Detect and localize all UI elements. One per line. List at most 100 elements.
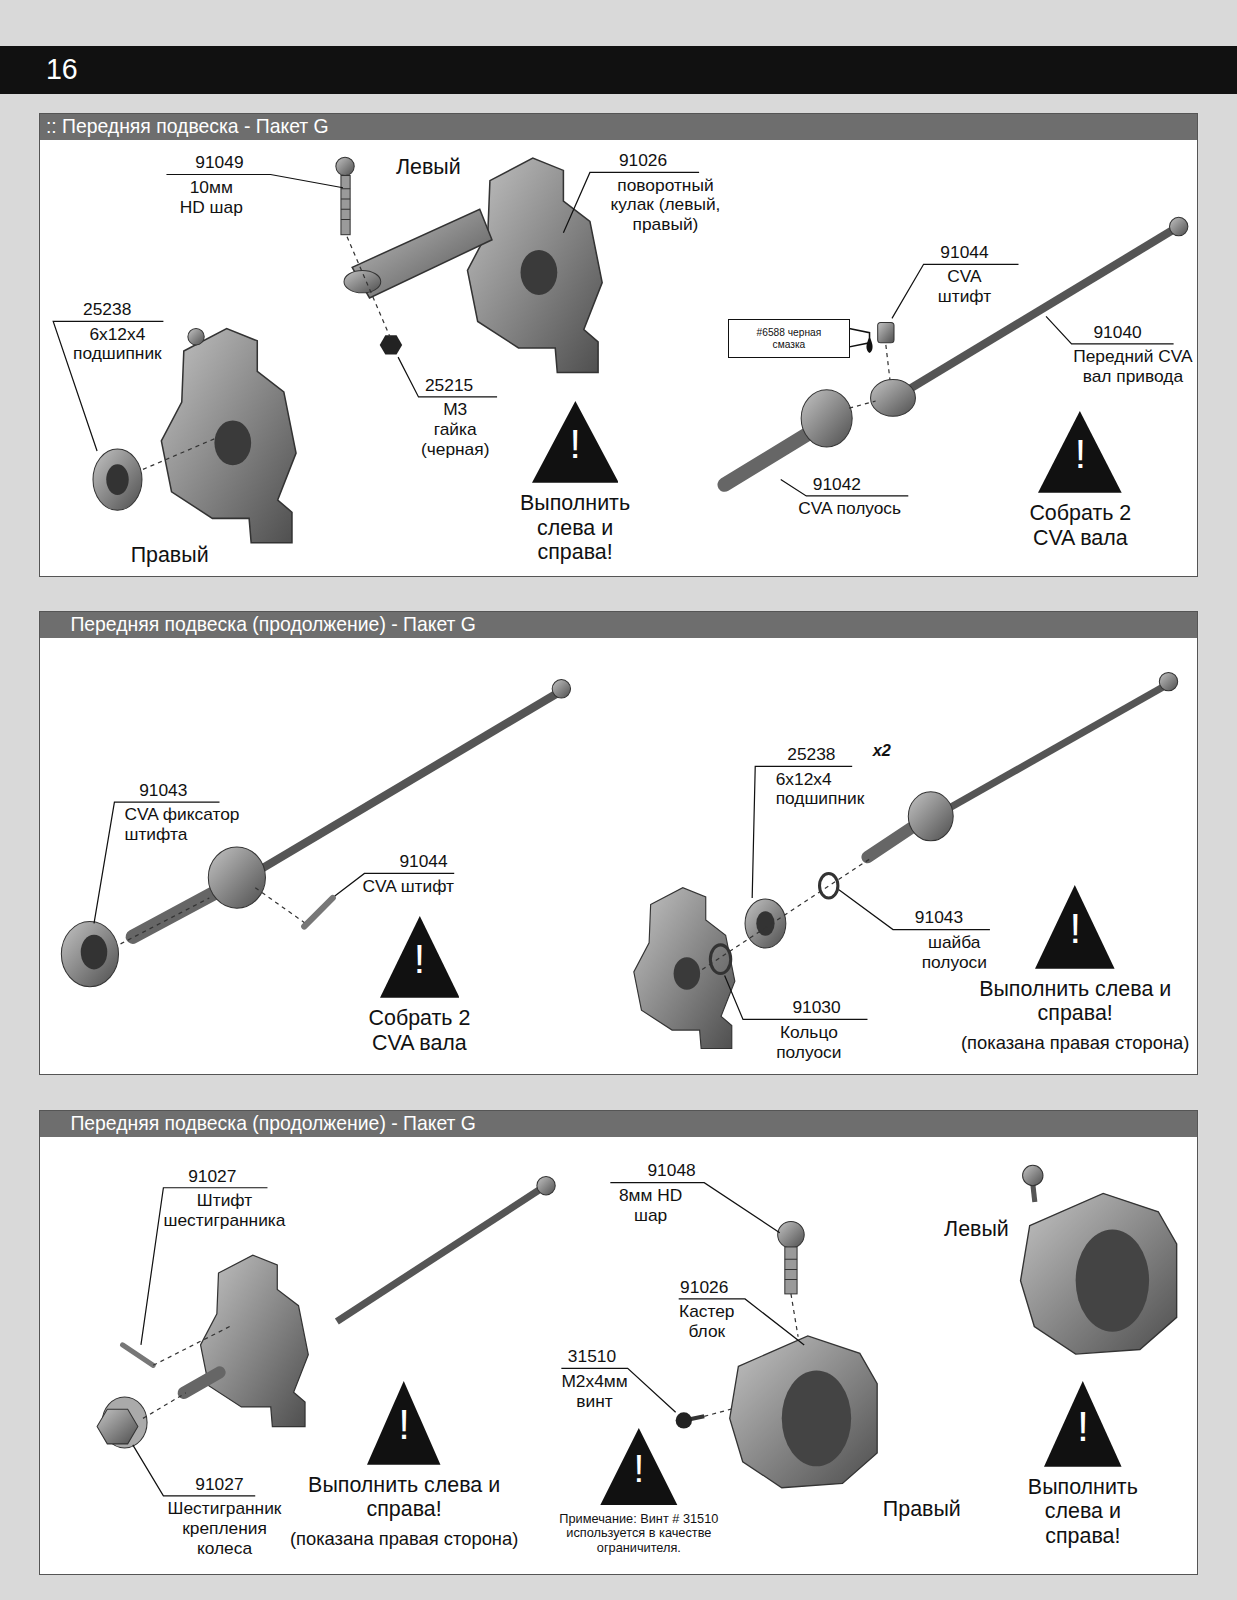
knuckle-assembly	[337, 1189, 541, 1322]
ball-stud	[785, 1259, 797, 1279]
ball-stud	[778, 1221, 805, 1293]
warning-triangle-shape: !	[1017, 411, 1145, 493]
panel-heading: Передняя подвеска (продолжение) - Пакет …	[40, 612, 1197, 638]
right-knuckle	[161, 329, 296, 543]
part-name: CVA полуось	[791, 499, 908, 519]
part-name: шайба полуоси	[908, 933, 1000, 973]
warning-caption: Выполнить слева и справа!	[287, 1473, 522, 1522]
callout-number: 25215	[418, 376, 479, 396]
ball-stud	[341, 189, 350, 220]
warning-triangle: ! Примечание: Винт # 31510 используется в…	[542, 1428, 736, 1556]
panel-header-bar: :: Передняя подвеска - Пакет G	[40, 114, 1197, 140]
callout-number: 91042	[806, 475, 867, 495]
bearing	[106, 464, 128, 495]
callout-number: 91048	[641, 1161, 702, 1181]
pin-retainer	[81, 935, 108, 970]
cva-shaft	[255, 694, 556, 873]
cva-axle	[801, 390, 852, 447]
warning-caption: Выполнить слева и справа!	[511, 491, 639, 565]
wheel-hex	[97, 1409, 138, 1444]
right-knuckle	[214, 420, 251, 465]
page-number: 16	[0, 46, 1237, 94]
cva-axle	[725, 429, 817, 485]
cva-pin	[878, 322, 894, 342]
warning-mark: !	[1017, 434, 1145, 475]
left-steering-knuckle	[344, 158, 602, 372]
part-name: Кастер блок	[669, 1302, 746, 1342]
left-steering-knuckle	[521, 250, 558, 295]
part-name: Правый	[131, 543, 233, 568]
cva-shaft	[867, 672, 1177, 857]
bearing	[745, 899, 786, 948]
quantity-badge: x2	[865, 741, 898, 760]
callout-number: 91027	[182, 1167, 243, 1187]
warning-mark: !	[1017, 1405, 1150, 1448]
grease-drop	[866, 337, 872, 353]
instruction-panel: Передняя подвеска (продолжение) - Пакет …	[39, 611, 1198, 1074]
caster-block	[1021, 1193, 1177, 1354]
alignment-line	[143, 1393, 186, 1419]
part-name: M2x4мм винт	[556, 1372, 633, 1412]
wheel-hex	[97, 1397, 147, 1448]
caster-block	[782, 1370, 851, 1466]
warning-caption: (показана правая сторона)	[287, 1528, 522, 1549]
warning-triangle: !Выполнить слева и справа!(показана прав…	[950, 885, 1200, 1053]
cva-shaft	[949, 686, 1165, 808]
warning-mark: !	[353, 939, 486, 980]
bearing	[93, 449, 142, 510]
alignment-line	[702, 857, 872, 969]
part-name: 10мм HD шар	[176, 178, 247, 218]
right-knuckle	[634, 888, 735, 1049]
panel-heading: Передняя подвеска (продолжение) - Пакет …	[40, 1111, 1197, 1137]
part-name: поворотный кулак (левый, правый)	[594, 176, 737, 236]
cva-shaft	[871, 217, 1188, 416]
warning-mark: !	[542, 1450, 736, 1489]
panel-ground	[39, 113, 1198, 576]
alignment-line	[886, 345, 890, 380]
right-knuckle	[674, 957, 701, 990]
warning-triangle-shape: !	[1017, 1381, 1150, 1467]
leader-line	[398, 357, 497, 397]
warning-caption: Выполнить слева и справа!	[1017, 1475, 1150, 1549]
warning-mark: !	[511, 424, 639, 465]
warning-caption: Выполнить слева и справа!	[950, 977, 1200, 1026]
callout-number: 91049	[189, 153, 250, 173]
part-name: Левый	[396, 155, 488, 180]
alignment-line	[143, 439, 214, 470]
hex-pin	[123, 1345, 154, 1365]
left-steering-knuckle	[344, 270, 381, 292]
warning-caption: Примечание: Винт # 31510 используется в …	[542, 1512, 736, 1556]
caster-block	[1021, 1165, 1177, 1354]
tube-nozzle	[849, 329, 869, 347]
callout-number: 31510	[561, 1347, 622, 1367]
warning-triangle: ! Собрать 2 CVA вала	[353, 916, 486, 1055]
screw	[676, 1412, 692, 1428]
ball-stud	[336, 157, 354, 175]
cva-shaft	[552, 680, 570, 698]
callout-number: 91043	[133, 781, 194, 801]
page-number-band: 16	[0, 46, 1237, 94]
panel-ground	[39, 113, 1198, 1574]
warning-triangle: !Собрать 2 CVA вала	[1017, 411, 1145, 550]
warning-caption: (показана правая сторона)	[950, 1032, 1200, 1053]
axle-washer	[820, 873, 838, 897]
tube-nozzle	[849, 329, 869, 347]
caster-block	[1023, 1165, 1043, 1185]
ball-stud	[778, 1221, 805, 1248]
cva-shaft	[1170, 217, 1188, 235]
callout-number: 91044	[393, 852, 454, 872]
leader-line	[610, 1183, 779, 1233]
panel-heading: :: Передняя подвеска - Пакет G	[40, 114, 1197, 140]
ball-stud	[341, 176, 350, 235]
knuckle-assembly	[537, 1177, 555, 1195]
callout-number: 91026	[674, 1278, 735, 1298]
cva-shaft	[871, 380, 916, 417]
knuckle-assembly	[184, 1372, 220, 1392]
screw	[676, 1412, 705, 1428]
warning-caption: Собрать 2 CVA вала	[353, 1006, 486, 1055]
grease-tube-text: #6588 черная смазка	[749, 327, 829, 351]
warning-triangle-shape: !	[542, 1428, 736, 1506]
callout-number: 91043	[908, 908, 969, 928]
warning-triangle: !Выполнить слева и справа!(показана прав…	[287, 1381, 522, 1549]
